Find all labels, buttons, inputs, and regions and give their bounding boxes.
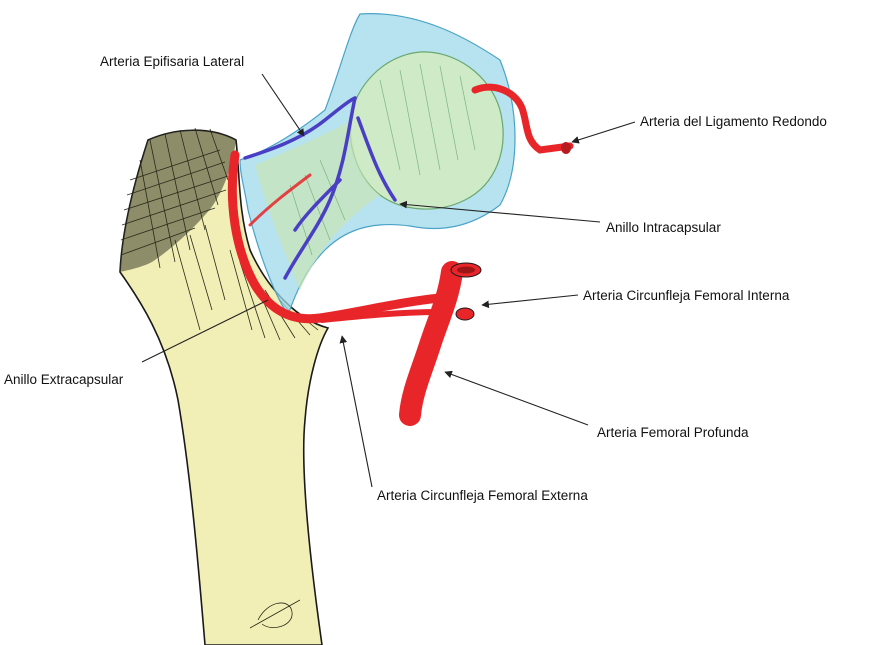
label-arteria-ligamento-redondo: Arteria del Ligamento Redondo (640, 114, 827, 129)
label-anillo-extracapsular: Anillo Extracapsular (4, 372, 124, 387)
label-arteria-epifisaria-lateral: Arteria Epifisaria Lateral (100, 54, 244, 69)
label-arteria-femoral-profunda: Arteria Femoral Profunda (597, 425, 749, 440)
label-arteria-circunfleja-interna: Arteria Circunfleja Femoral Interna (583, 288, 790, 303)
deep-femoral-lumen (457, 267, 475, 274)
leader-epifisaria (262, 74, 304, 136)
ligament-teres-artery-end (561, 142, 571, 154)
deep-femoral-artery (410, 272, 452, 415)
label-arteria-circunfleja-externa: Arteria Circunfleja Femoral Externa (377, 488, 588, 503)
leader-femoral-profunda (445, 372, 588, 425)
leader-circunfleja-interna (482, 295, 578, 305)
femoral-head (350, 52, 503, 209)
leader-circunfleja-externa (342, 336, 372, 487)
medial-circumflex-origin (456, 308, 474, 320)
leader-ligamento (572, 122, 635, 142)
label-anillo-intracapsular: Anillo Intracapsular (606, 220, 721, 235)
